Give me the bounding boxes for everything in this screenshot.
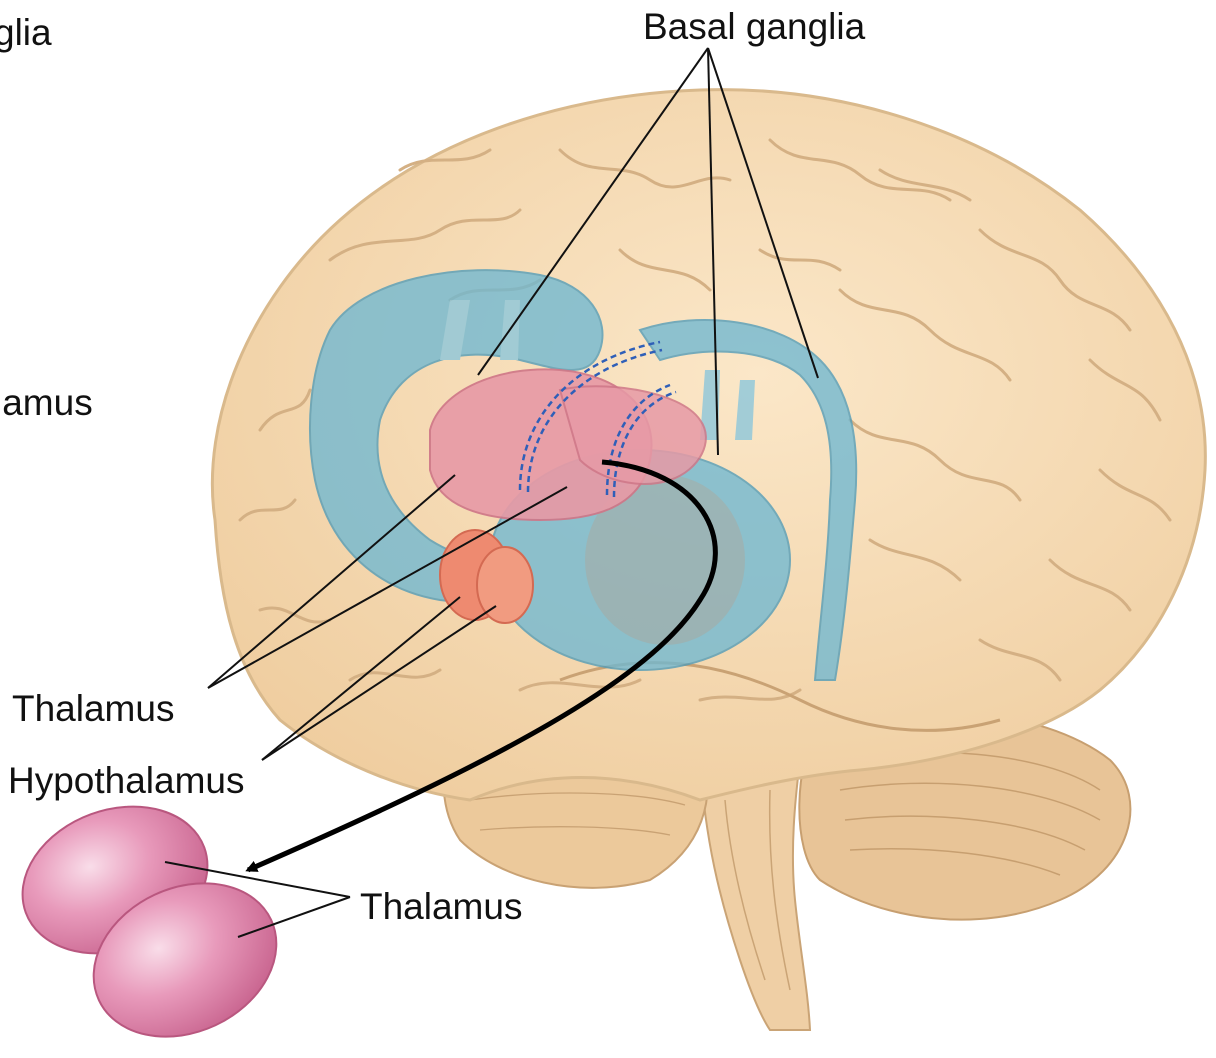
label-thalamus-lower: Thalamus: [360, 888, 522, 925]
label-hypothalamus: Hypothalamus: [8, 762, 245, 799]
cutoff-label-middle: lamus: [0, 384, 93, 421]
label-basal-ganglia: Basal ganglia: [643, 8, 865, 45]
brainstem: [700, 760, 810, 1030]
isolated-thalamus: [2, 782, 302, 1053]
cutoff-label-top: glia: [0, 14, 52, 51]
label-thalamus-upper: Thalamus: [12, 690, 174, 727]
